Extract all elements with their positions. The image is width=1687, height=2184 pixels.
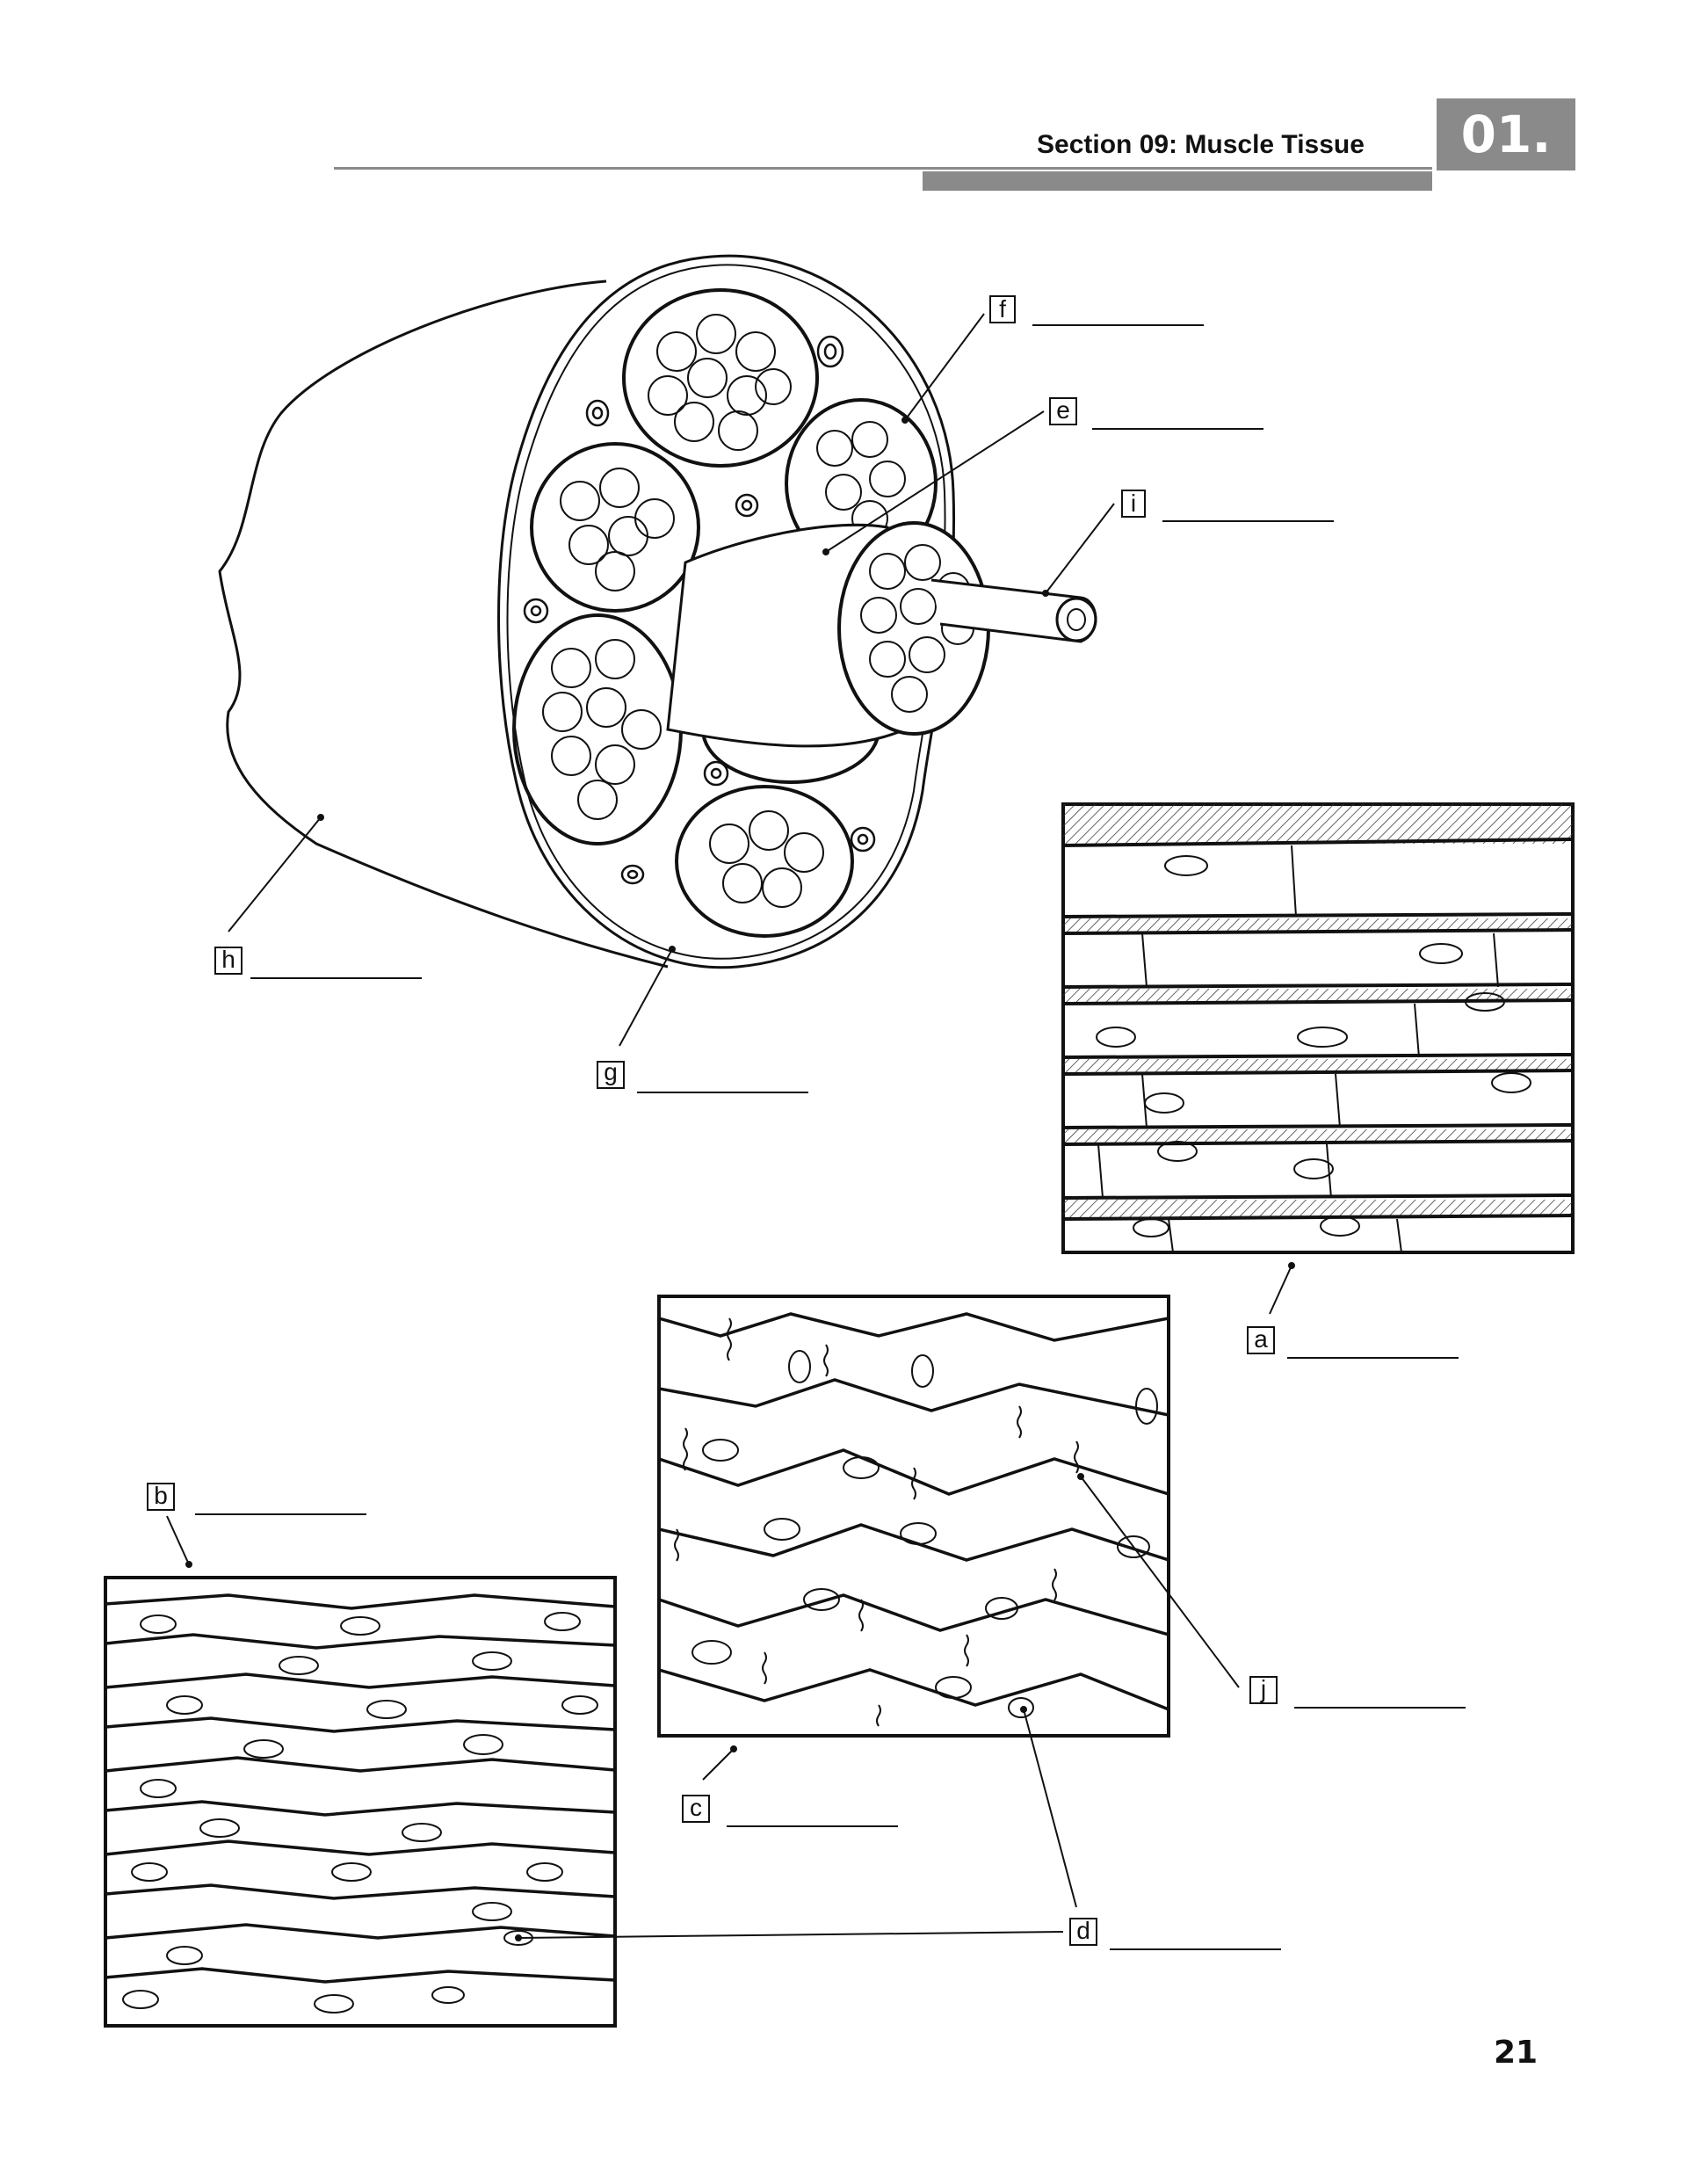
- epimysium-ring: [497, 254, 956, 969]
- label-letter: i: [1131, 490, 1136, 517]
- panel-frame: [657, 1295, 1170, 1738]
- single-fiber-core: [1067, 608, 1086, 631]
- label-g: g: [597, 1058, 808, 1093]
- epimysium-inner-ring: [506, 264, 946, 960]
- section-title: Section 09: Muscle Tissue: [1037, 130, 1365, 159]
- header-bar: [923, 171, 1432, 191]
- label-i: i: [1121, 490, 1334, 522]
- label-letter: d: [1076, 1917, 1090, 1944]
- fascicle: [675, 785, 854, 938]
- label-letter: c: [690, 1794, 702, 1821]
- label-a: a: [1247, 1325, 1459, 1359]
- panel-cardiac-muscle: [657, 1295, 1170, 1738]
- blood-vessels: [523, 335, 876, 885]
- label-letter: f: [999, 295, 1006, 323]
- header-rule: [334, 167, 1432, 170]
- muscle-body-outline: [218, 279, 669, 969]
- muscle-cross-section: [218, 254, 1097, 969]
- label-h: h: [214, 946, 422, 979]
- leader-lines: [166, 313, 1295, 1941]
- label-d: d: [1069, 1917, 1281, 1950]
- single-fiber-end: [1055, 597, 1097, 642]
- section-tab-number: 01.: [1437, 98, 1575, 171]
- panel-skeletal-muscle: [1061, 802, 1575, 1254]
- fascicle: [530, 442, 700, 613]
- label-j: j: [1249, 1675, 1466, 1709]
- label-letter: b: [154, 1482, 168, 1509]
- panel-smooth-muscle: [104, 1576, 617, 2028]
- label-f: f: [989, 295, 1204, 326]
- muscle-fibers: [542, 314, 906, 908]
- page-number: 21: [1494, 2035, 1539, 2071]
- label-e: e: [1049, 396, 1263, 430]
- label-letter: g: [604, 1058, 618, 1085]
- label-letter: a: [1254, 1325, 1268, 1353]
- label-c: c: [682, 1794, 898, 1827]
- label-letter: e: [1056, 396, 1070, 424]
- fascicle: [622, 288, 819, 468]
- label-b: b: [147, 1482, 366, 1515]
- label-letter: j: [1260, 1675, 1266, 1702]
- label-letter: h: [221, 946, 235, 973]
